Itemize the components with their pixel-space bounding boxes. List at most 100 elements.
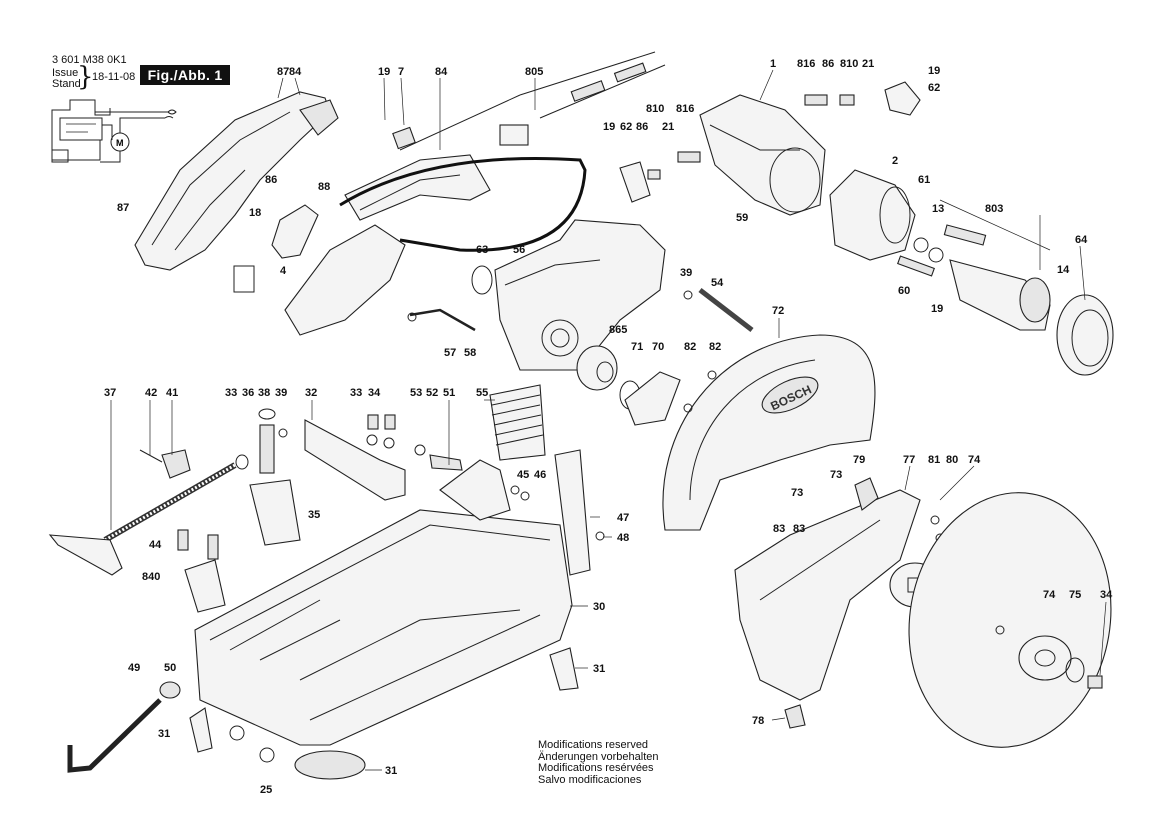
brush-holders (619, 81, 921, 203)
part-label: 34 (1100, 589, 1113, 601)
part-label: 64 (1075, 234, 1088, 246)
vise-assembly (304, 384, 591, 576)
note-line: Salvo modificaciones (538, 773, 642, 786)
part-label: 73 (830, 469, 842, 481)
part-label: 19 (378, 66, 390, 78)
part-label: 865 (609, 324, 627, 336)
switch-cover-4 (233, 204, 319, 293)
stand-label: Stand (52, 78, 81, 90)
part-label: 34 (368, 387, 381, 399)
part-label: 60 (898, 285, 910, 297)
part-label: 75 (1069, 589, 1081, 601)
part-label: 58 (464, 347, 476, 359)
field-coil-2 (829, 169, 916, 261)
part-label: 82 (709, 341, 721, 353)
part-label: 2 (892, 155, 898, 167)
part-label: 25 (260, 784, 272, 796)
part-label: 810 (646, 103, 664, 115)
part-label: 46 (534, 469, 546, 481)
part-label: 88 (318, 181, 330, 193)
part-label: 74 (968, 454, 981, 466)
part-label: 1 (770, 58, 776, 70)
part-label: 61 (918, 174, 930, 186)
part-label: 4 (280, 265, 287, 277)
part-label: 7 (398, 66, 404, 78)
vise-screw-37 (48, 449, 249, 576)
part-label: 48 (617, 532, 629, 544)
power-cable-805 (339, 51, 666, 252)
part-label: 37 (104, 387, 116, 399)
part-label: 83 (793, 523, 805, 535)
part-label: 78 (752, 715, 764, 727)
part-label: 87 (117, 202, 129, 214)
part-label: 62 (620, 121, 632, 133)
part-label: 84 (289, 66, 302, 78)
part-label: 73 (791, 487, 803, 499)
handle-grip (284, 154, 491, 336)
part-label: 86 (822, 58, 834, 70)
blade-guard-72: BOSCH (662, 334, 876, 531)
part-label: 816 (676, 103, 694, 115)
part-label: 18 (249, 207, 261, 219)
part-label: 32 (305, 387, 317, 399)
part-label: 86 (636, 121, 648, 133)
part-label: 81 (928, 454, 940, 466)
part-label: 39 (275, 387, 287, 399)
shaft-54 (683, 288, 754, 332)
part-label: 805 (525, 66, 543, 78)
part-label: 44 (149, 539, 162, 551)
part-label: 80 (946, 454, 958, 466)
part-label: 816 (797, 58, 815, 70)
part-label: 55 (476, 387, 488, 399)
part-label: 41 (166, 387, 178, 399)
svg-text:M: M (116, 138, 124, 148)
rear-cap-64 (1056, 294, 1114, 376)
part-label: 803 (985, 203, 1003, 215)
part-label: 79 (853, 454, 865, 466)
part-label: 84 (435, 66, 448, 78)
base-30 (194, 509, 573, 780)
part-label: 56 (513, 244, 525, 256)
part-label: 62 (928, 82, 940, 94)
cutting-disc-74 (908, 492, 1112, 748)
part-label: 83 (773, 523, 785, 535)
part-label: 59 (736, 212, 748, 224)
part-label: 30 (593, 601, 605, 613)
part-label: 21 (662, 121, 674, 133)
handle-housing-84 (134, 91, 339, 271)
part-label: 19 (931, 303, 943, 315)
gear-housing-56 (471, 219, 666, 371)
hardware-parts (67, 308, 605, 773)
part-label: 31 (158, 728, 170, 740)
issue-label: Issue (52, 67, 79, 79)
part-label: 57 (444, 347, 456, 359)
part-label: 72 (772, 305, 784, 317)
part-label: 14 (1057, 264, 1070, 276)
part-label: 36 (242, 387, 254, 399)
figure-label: Fig./Abb. 1 (140, 65, 230, 85)
motor-housing-1 (699, 94, 826, 216)
part-label: 77 (903, 454, 915, 466)
part-label: 33 (350, 387, 362, 399)
part-label: 86 (265, 174, 277, 186)
note-line: Änderungen vorbehalten (538, 750, 659, 763)
part-label: 13 (932, 203, 944, 215)
flange-parts (576, 345, 717, 426)
part-label: 71 (631, 341, 643, 353)
part-label: 840 (142, 571, 160, 583)
part-label: 33 (225, 387, 237, 399)
doc-number: 3 601 M38 0K1 (52, 54, 127, 66)
part-label: 35 (308, 509, 320, 521)
part-label: 47 (617, 512, 629, 524)
part-label: 74 (1043, 589, 1056, 601)
part-label: 45 (517, 469, 529, 481)
modifications-notes: Modifications reserved Änderungen vorbeh… (538, 739, 659, 786)
part-label: 70 (652, 341, 664, 353)
part-label: 53 (410, 387, 422, 399)
leader-lines (110, 69, 1107, 771)
part-label: 21 (862, 58, 874, 70)
part-label: 63 (476, 244, 488, 256)
part-label: 39 (680, 267, 692, 279)
note-line: Modifications resérvées (538, 762, 654, 774)
